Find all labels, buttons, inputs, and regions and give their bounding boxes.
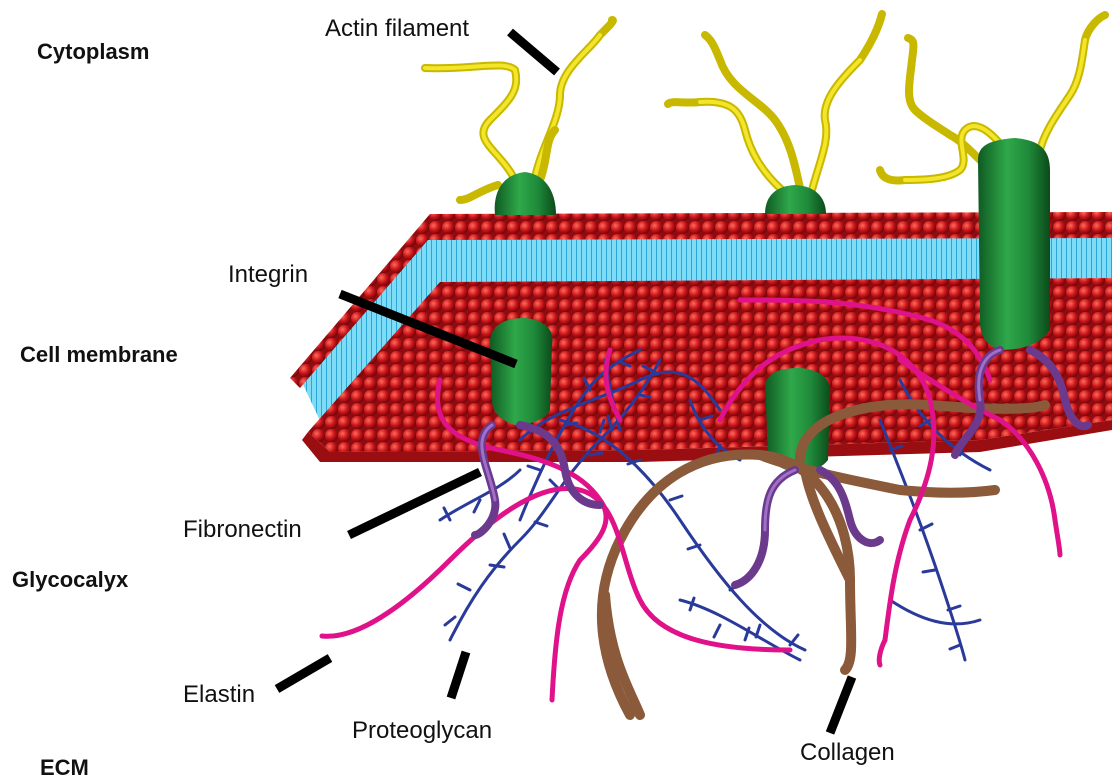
region-label-glycocalyx: Glycocalyx bbox=[12, 567, 129, 592]
leader-fibronectin bbox=[349, 472, 480, 535]
leader-elastin bbox=[277, 658, 330, 689]
label-integrin: Integrin bbox=[228, 261, 308, 288]
region-label-cell-membrane: Cell membrane bbox=[20, 342, 178, 367]
leader-collagen bbox=[830, 677, 852, 733]
integrin-top-1 bbox=[495, 172, 556, 215]
label-actin-filament: Actin filament bbox=[325, 15, 469, 42]
label-fibronectin: Fibronectin bbox=[183, 516, 302, 543]
label-collagen: Collagen bbox=[800, 739, 895, 766]
label-elastin: Elastin bbox=[183, 681, 255, 708]
integrin-tall bbox=[978, 138, 1050, 350]
region-label-ecm: ECM bbox=[40, 755, 89, 778]
leader-proteoglycan bbox=[451, 652, 466, 698]
integrin-front-1 bbox=[490, 318, 553, 425]
integrin-top-2 bbox=[765, 185, 826, 214]
region-label-cytoplasm: Cytoplasm bbox=[37, 39, 149, 64]
label-proteoglycan: Proteoglycan bbox=[352, 717, 492, 744]
leader-actin-filament bbox=[510, 32, 557, 72]
